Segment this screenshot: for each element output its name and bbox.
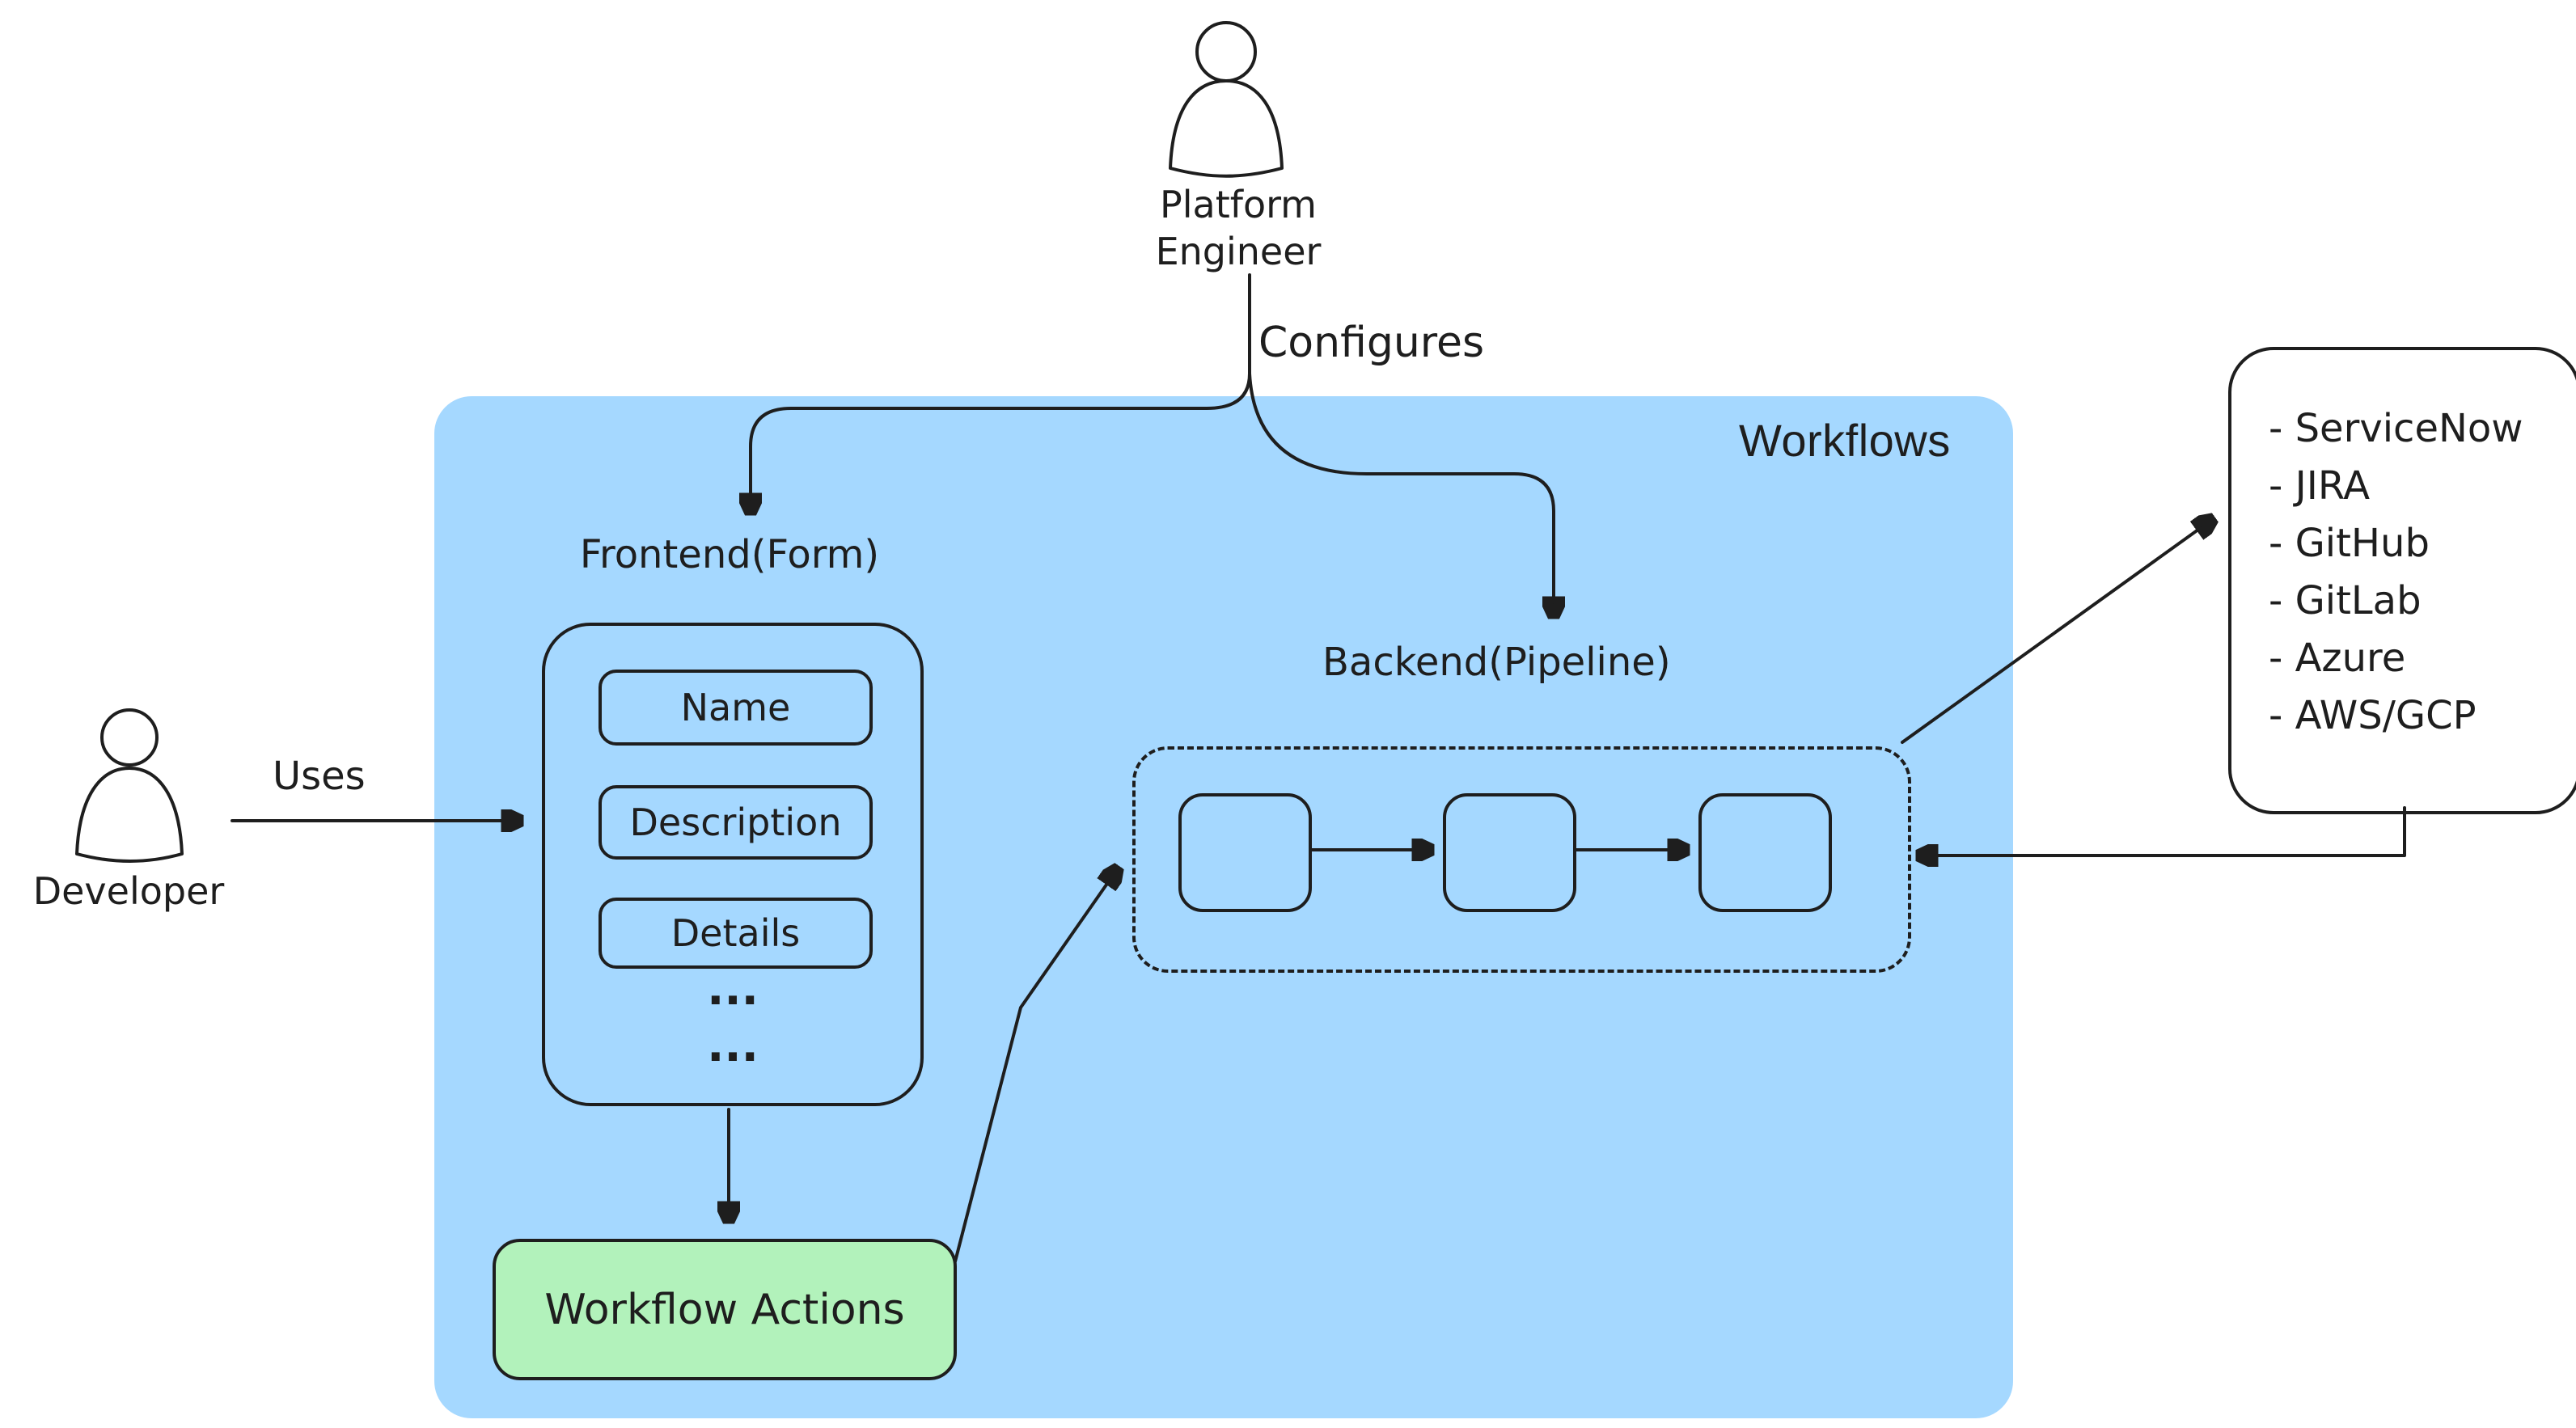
- integration-item-awsgcp: - AWS/GCP: [2269, 693, 2477, 738]
- backend-pipeline-title: Backend(Pipeline): [1322, 640, 1671, 685]
- workflows-container-label: Workflows: [1739, 415, 1951, 466]
- platform-engineer-label-line1: Platform: [1160, 183, 1317, 226]
- platform-engineer-label-line2: Engineer: [1155, 230, 1322, 273]
- integration-item-github: - GitHub: [2269, 521, 2430, 566]
- form-ellipsis-1: ...: [707, 963, 759, 1016]
- integrations-node: - ServiceNow - JIRA - GitHub - GitLab - …: [2228, 347, 2576, 814]
- platform-engineer-icon: [1169, 21, 1284, 178]
- backend-pipeline-node: [1132, 746, 1911, 973]
- integrations-list: - ServiceNow - JIRA - GitHub - GitLab - …: [2269, 400, 2523, 745]
- form-field-details: Details: [599, 898, 873, 969]
- integration-item-servicenow: - ServiceNow: [2269, 406, 2523, 451]
- pipeline-step-2: [1443, 793, 1576, 912]
- frontend-form-node: Name Description Details ... ...: [542, 623, 924, 1106]
- pipeline-step-3: [1698, 793, 1832, 912]
- uses-edge-label: Uses: [273, 754, 366, 799]
- pipeline-step-1: [1178, 793, 1312, 912]
- configures-edge-label: Configures: [1258, 319, 1485, 367]
- integration-item-gitlab: - GitLab: [2269, 578, 2422, 623]
- form-ellipsis-2: ...: [707, 1020, 759, 1072]
- platform-engineer-label: Platform Engineer: [1105, 181, 1372, 275]
- form-field-name: Name: [599, 670, 873, 746]
- developer-icon: [75, 708, 184, 863]
- workflow-actions-label: Workflow Actions: [544, 1285, 905, 1334]
- frontend-form-title: Frontend(Form): [579, 532, 880, 577]
- form-field-description: Description: [599, 785, 873, 860]
- workflow-actions-node: Workflow Actions: [493, 1239, 957, 1380]
- integration-item-azure: - Azure: [2269, 636, 2406, 681]
- developer-label: Developer: [32, 869, 225, 913]
- integration-item-jira: - JIRA: [2269, 463, 2371, 509]
